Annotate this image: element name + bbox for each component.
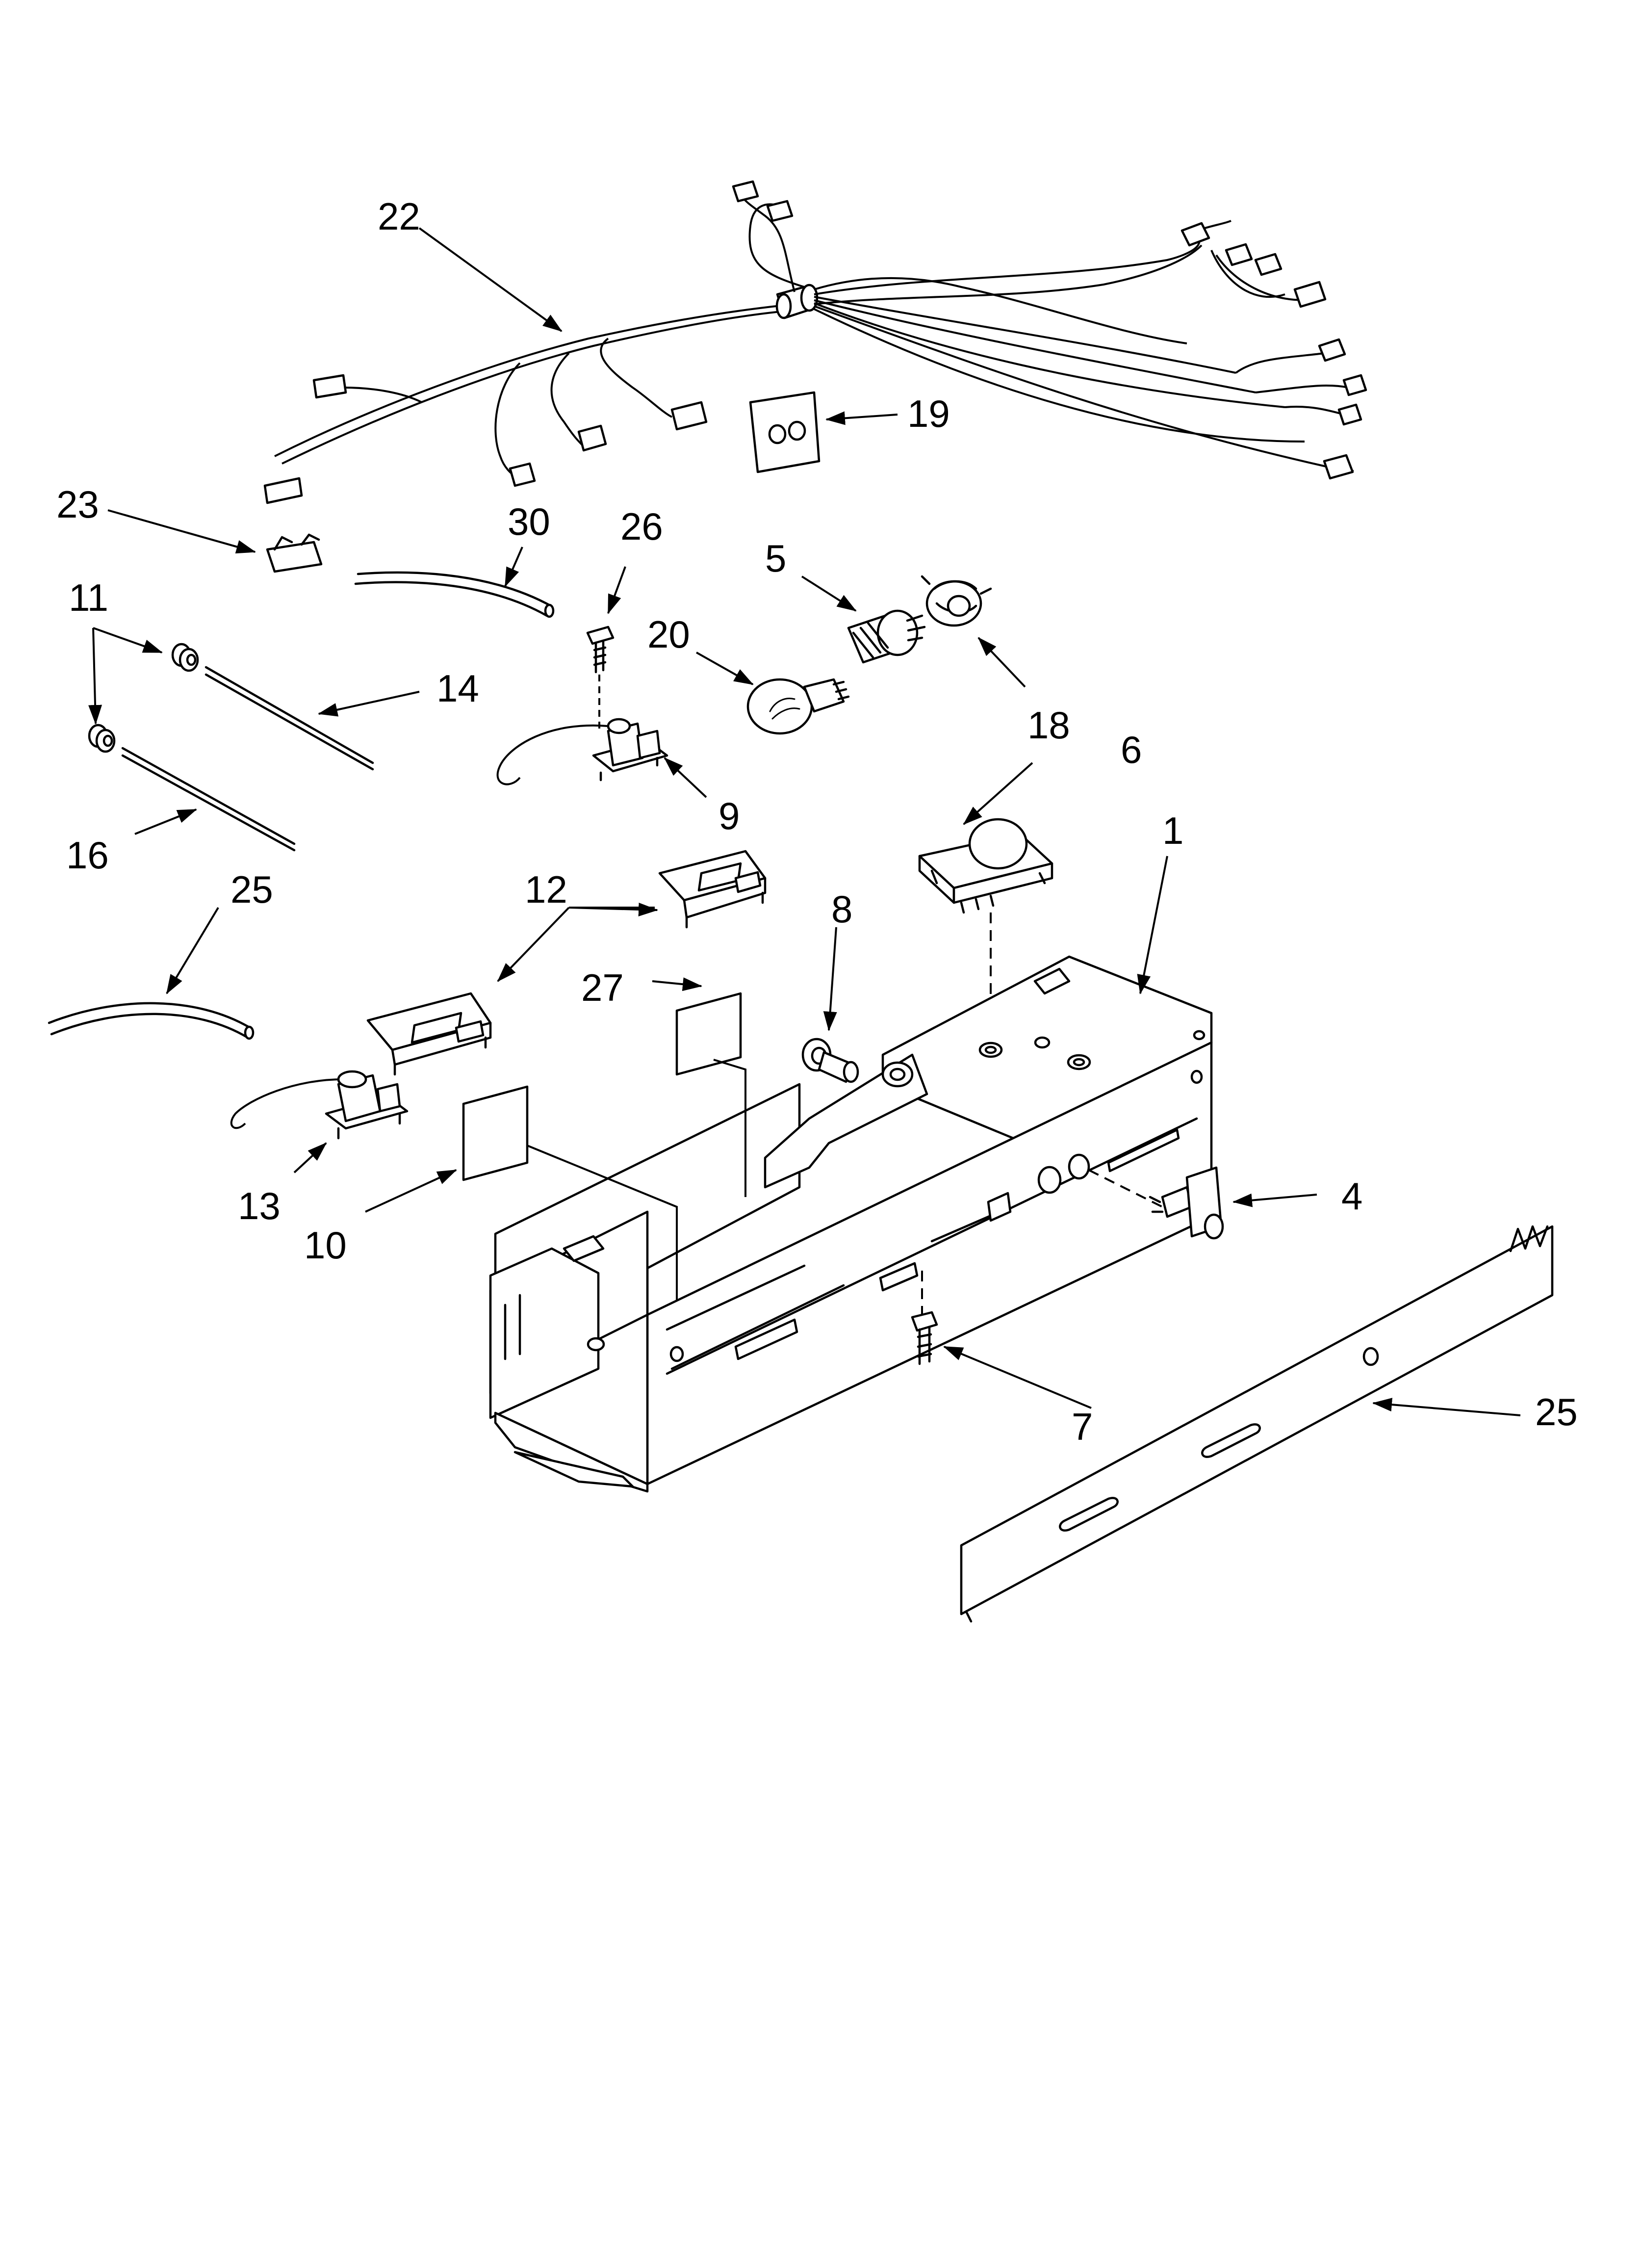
callout-9: 9: [718, 794, 740, 837]
leader-25: [1372, 1398, 1521, 1416]
callout-1: 1: [1162, 809, 1183, 852]
screw-26: [586, 626, 615, 731]
callout-30: 30: [508, 500, 550, 543]
leader-27: [652, 977, 702, 991]
defrost-timer: [918, 818, 1053, 1050]
clip: [266, 533, 323, 573]
grommet-upper: [171, 643, 199, 672]
leader-9: [664, 757, 707, 798]
screw-7: [911, 1311, 938, 1365]
harness-connector: [263, 180, 1367, 504]
thermostat-bracket-9: [658, 850, 767, 929]
thermostat-lower: [230, 1070, 409, 1140]
leader-22: [107, 509, 256, 554]
socket-retainer: [921, 575, 992, 627]
callout-13: 13: [238, 1184, 281, 1227]
callout-23: 25: [231, 868, 273, 911]
thermostat-bracket-12: [366, 992, 492, 1076]
callout-10: 10: [304, 1224, 347, 1267]
callout-12: 12: [525, 868, 567, 911]
label-27: [675, 992, 742, 1076]
leader-5: [801, 575, 857, 612]
mounting-plate: [749, 391, 821, 473]
leader-11a: [93, 627, 163, 653]
callout-19: 20: [647, 613, 690, 656]
callout-8: 8: [831, 887, 852, 931]
callout-7: 7: [1072, 1405, 1093, 1448]
leader-12b: [497, 907, 570, 982]
wire-harness: [263, 180, 1367, 504]
leader-26: [607, 566, 626, 614]
leader-16: [134, 808, 197, 835]
leader-20: [418, 227, 563, 332]
leader-12a: [568, 902, 658, 916]
callout-5: 5: [765, 537, 786, 580]
leader-13: [293, 1142, 327, 1173]
leader-7: [943, 1346, 1092, 1409]
knob-shaft: [801, 1038, 859, 1083]
callout-25: 25: [1535, 1390, 1578, 1434]
leader-arrows: [88, 227, 1521, 1416]
leader-4: [1232, 1193, 1317, 1207]
callout-20: 22: [378, 195, 420, 238]
trim-panel: [960, 1225, 1554, 1623]
leader-10: [365, 1169, 457, 1213]
capillary-tube-14: [205, 666, 374, 771]
leader-6: [963, 762, 1033, 825]
thermostat-upper: [496, 718, 668, 785]
callout-11: 11: [69, 576, 108, 619]
grommet-lower: [88, 724, 116, 753]
leader-30: [504, 547, 523, 587]
leader-8: [823, 927, 837, 1031]
callout-26: 26: [620, 505, 663, 548]
leader-1: [1137, 856, 1168, 994]
callout-17: 18: [1027, 704, 1070, 747]
light-bulb: [746, 678, 850, 735]
leader-11b: [88, 627, 103, 725]
leader-18: [825, 411, 898, 425]
callout-27: 27: [581, 966, 624, 1009]
capillary-tube-16: [121, 747, 296, 852]
label-10: [462, 1085, 529, 1181]
leader-14: [318, 691, 420, 717]
callout-6: 6: [1121, 728, 1142, 771]
leader-17: [977, 637, 1026, 688]
tubing-23: [48, 1002, 255, 1040]
callout-16: 16: [66, 834, 109, 877]
callout-14: 14: [436, 667, 479, 710]
tubing-30: [354, 571, 555, 618]
callout-22: 23: [56, 483, 99, 526]
control-housing: [489, 955, 1213, 1493]
harness-grommet: [775, 284, 819, 319]
callout-labels: 22 19 23 30 26 5 11 20 14 18 6 9 16 1 25…: [56, 195, 1578, 1448]
callout-18: 19: [907, 392, 950, 435]
leader-19: [696, 652, 754, 685]
light-switch: [1149, 1166, 1224, 1240]
lamp-socket: [847, 609, 926, 664]
callout-4: 4: [1341, 1174, 1362, 1218]
leader-23: [166, 907, 219, 994]
